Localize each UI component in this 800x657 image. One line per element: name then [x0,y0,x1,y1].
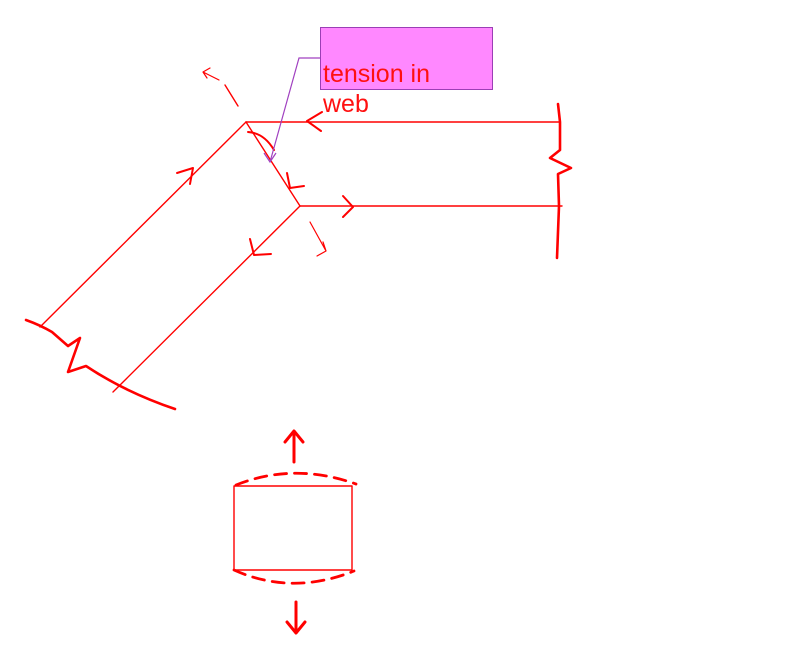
callout-label: tension in web [323,60,431,118]
arrow-inclined-bottom [249,238,272,256]
callout-leader [263,57,322,164]
arrow-web-diagonal [286,172,305,189]
web-at-kink [245,121,301,207]
arrow-top-flange-right [306,111,323,132]
arrow-inclined-top [176,167,194,185]
flange-force-arrows [176,111,354,256]
resultant-arrows [202,67,327,257]
web-element [233,485,353,571]
bottom-flange-inclined [112,205,301,393]
leader-arrowhead [263,152,277,164]
break-line-left [24,318,177,411]
bulge-top-dashed [234,471,358,487]
resultant-arrow-lower [309,221,327,257]
arrow-up-icon [283,429,305,464]
leader-line [269,57,322,163]
top-flange-inclined [39,121,247,328]
arrow-down-icon [285,600,307,635]
bisector-mark-upper [224,84,239,107]
tension-in-web-callout: tension in web [320,27,493,118]
resultant-arrow-upper [202,67,220,81]
break-line-right [548,102,573,260]
web-element-sketch [232,429,358,635]
girder-outline [39,84,563,393]
arc-at-top-kink [247,131,275,151]
arrow-bottom-flange-right [342,195,354,218]
bulge-bottom-dashed [232,568,356,585]
